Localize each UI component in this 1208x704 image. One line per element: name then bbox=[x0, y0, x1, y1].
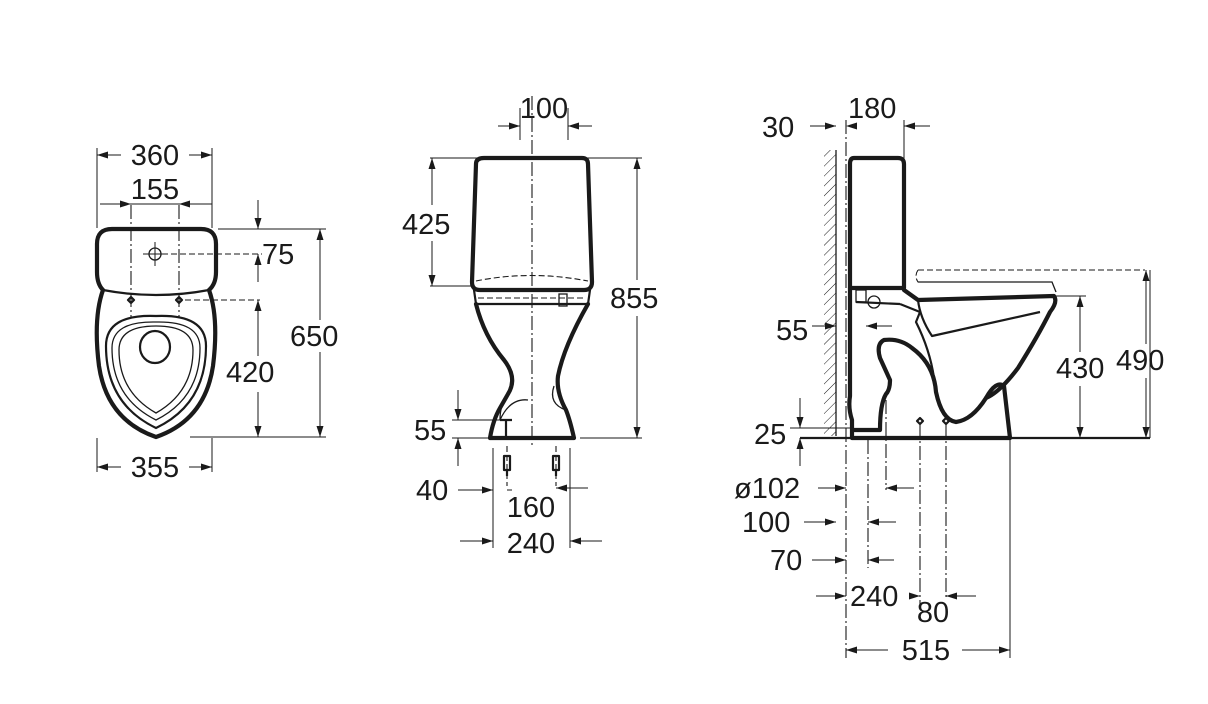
valve-icon bbox=[855, 289, 867, 303]
fix-bolt-icon bbox=[551, 454, 561, 476]
top-view: 360 155 75 420 650 355 bbox=[94, 140, 338, 484]
fix-point-icon bbox=[915, 416, 925, 426]
dim-seat-height: 430 bbox=[1056, 353, 1104, 385]
dim-cistern-depth: 180 bbox=[848, 93, 896, 125]
dim-holes-spacing: 155 bbox=[131, 174, 179, 206]
bowl-rim bbox=[901, 287, 1058, 401]
dim-cistern-height: 425 bbox=[402, 209, 450, 241]
dim-outlet-diameter: ø102 bbox=[734, 473, 800, 505]
front-view: 100 425 855 55 40 160 240 bbox=[402, 93, 658, 560]
wall-hatch bbox=[824, 150, 836, 436]
dim-depth: 650 bbox=[290, 321, 338, 353]
dim-distance-240: 240 bbox=[850, 581, 898, 613]
dim-width-top: 360 bbox=[131, 140, 179, 172]
seat-outline bbox=[104, 314, 208, 430]
fix-bolt-icon bbox=[502, 454, 512, 476]
dim-offset-70: 70 bbox=[770, 545, 802, 577]
dim-distance-80: 80 bbox=[917, 597, 949, 629]
bowl-inner bbox=[118, 325, 194, 414]
seat-inner-outline bbox=[111, 321, 201, 421]
hinge-icon bbox=[558, 293, 568, 307]
dim-total-height: 855 bbox=[610, 283, 658, 315]
dim-hole-offset: 75 bbox=[262, 239, 294, 271]
cistern-front-line bbox=[102, 288, 210, 297]
lid-outline bbox=[915, 269, 1145, 283]
fix-point-icon bbox=[941, 416, 951, 426]
dim-total-length: 515 bbox=[902, 635, 950, 667]
dim-inlet-height: 55 bbox=[414, 415, 446, 447]
dim-inlet: 55 bbox=[776, 315, 808, 347]
bowl-side bbox=[847, 285, 1013, 441]
dim-fix-distance: 420 bbox=[226, 357, 274, 389]
dim-base-width: 240 bbox=[507, 528, 555, 560]
drain-hole bbox=[138, 329, 172, 365]
dim-wall-gap: 30 bbox=[762, 112, 794, 144]
dim-cistern-width: 100 bbox=[520, 93, 568, 125]
inlet-pipe bbox=[500, 418, 512, 436]
top-view-outline bbox=[94, 226, 219, 440]
dim-fix-spacing: 160 bbox=[507, 492, 555, 524]
dim-fix-offset: 40 bbox=[416, 475, 448, 507]
dim-offset-100: 100 bbox=[742, 507, 790, 539]
side-view: 30 180 55 25 ø102 100 70 bbox=[734, 93, 1164, 667]
dim-outlet-height: 25 bbox=[754, 419, 786, 451]
dim-lid-height: 490 bbox=[1116, 345, 1164, 377]
dim-width-bottom: 355 bbox=[131, 452, 179, 484]
cistern-side bbox=[847, 155, 907, 291]
